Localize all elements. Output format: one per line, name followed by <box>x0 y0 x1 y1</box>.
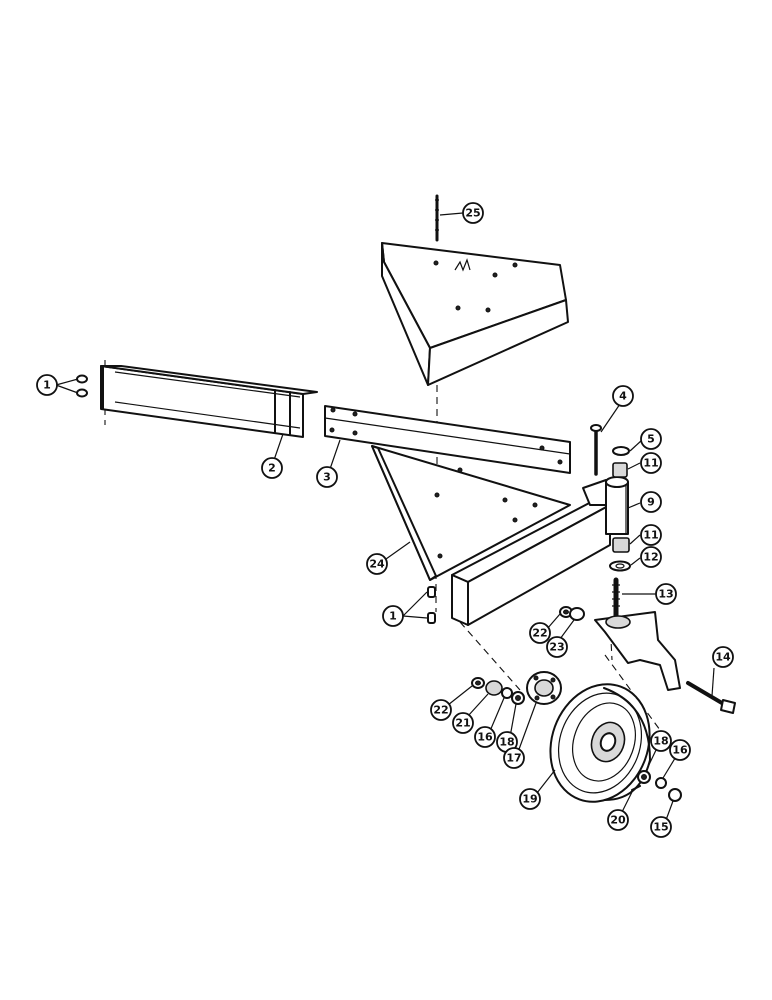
triangle-plate-24 <box>371 445 571 581</box>
svg-text:1: 1 <box>43 379 51 392</box>
nut-22-lower <box>471 677 485 689</box>
callout-20: 20 <box>607 809 629 831</box>
callout-12: 12 <box>640 546 662 568</box>
svg-text:16: 16 <box>672 744 688 757</box>
pin-20 <box>631 785 641 791</box>
nut-15 <box>668 788 682 802</box>
svg-text:1: 1 <box>389 610 397 623</box>
callout-2: 2 <box>261 457 283 479</box>
svg-text:25: 25 <box>465 207 480 220</box>
svg-text:3: 3 <box>323 471 331 484</box>
bolts-1-upper <box>76 374 88 398</box>
callout-22-lower: 22 <box>430 699 452 721</box>
bolts-1-lower <box>427 586 436 624</box>
svg-text:9: 9 <box>647 496 655 509</box>
svg-text:18: 18 <box>653 735 668 748</box>
spacer-21 <box>485 680 503 696</box>
washer-16-left <box>501 687 513 699</box>
bolt-4 <box>590 424 602 476</box>
caster-yoke-13 <box>594 577 681 691</box>
bushing-11-upper <box>612 462 628 478</box>
callout-11-upper: 11 <box>640 452 662 474</box>
svg-text:19: 19 <box>522 793 537 806</box>
svg-text:14: 14 <box>715 651 731 664</box>
svg-text:22: 22 <box>433 704 448 717</box>
washer-16-right <box>655 777 667 789</box>
svg-text:22: 22 <box>532 627 547 640</box>
svg-text:12: 12 <box>643 551 658 564</box>
bolt-25 <box>435 194 439 242</box>
svg-text:2: 2 <box>268 462 276 475</box>
weight-box <box>381 242 569 386</box>
svg-text:21: 21 <box>455 717 470 730</box>
callout-14: 14 <box>712 646 734 668</box>
svg-text:16: 16 <box>477 731 493 744</box>
callout-11-lower: 11 <box>640 524 662 546</box>
washer-12 <box>609 560 631 572</box>
bushing-11-lower <box>612 537 630 553</box>
callout-3: 3 <box>316 466 338 488</box>
callout-19: 19 <box>519 788 541 810</box>
axle-bolt-14 <box>686 681 736 714</box>
svg-text:13: 13 <box>658 588 673 601</box>
callout-24: 24 <box>366 553 388 575</box>
channel-beam-3 <box>324 405 571 474</box>
svg-text:15: 15 <box>653 821 668 834</box>
callout-9: 9 <box>640 491 662 513</box>
washer-5 <box>612 446 630 456</box>
svg-text:24: 24 <box>369 558 385 571</box>
svg-text:11: 11 <box>643 457 658 470</box>
svg-text:20: 20 <box>610 814 626 827</box>
svg-text:18: 18 <box>499 736 514 749</box>
svg-text:5: 5 <box>647 433 655 446</box>
channel-beam-2 <box>100 365 318 438</box>
callout-18-right: 18 <box>650 730 672 752</box>
callout-21: 21 <box>452 712 474 734</box>
svg-text:4: 4 <box>619 390 627 403</box>
bearing-18-right <box>637 770 651 784</box>
callout-13: 13 <box>655 583 677 605</box>
callout-16-left: 16 <box>474 726 496 748</box>
svg-text:11: 11 <box>643 529 658 542</box>
callout-23: 23 <box>546 636 568 658</box>
callout-1: 1 <box>36 374 58 396</box>
hub-17 <box>526 671 562 705</box>
washer-23 <box>569 607 585 621</box>
nut-22-upper <box>559 606 573 618</box>
callout-1-lower: 1 <box>382 605 404 627</box>
callout-25: 25 <box>462 202 484 224</box>
svg-text:17: 17 <box>506 752 521 765</box>
caster-arm-9 <box>451 476 629 626</box>
callout-5: 5 <box>640 428 662 450</box>
callout-16-right: 16 <box>669 739 691 761</box>
callout-15: 15 <box>650 816 672 838</box>
bearing-18-left <box>511 691 525 705</box>
callout-22-upper: 22 <box>529 622 551 644</box>
callout-17: 17 <box>503 747 525 769</box>
callout-4: 4 <box>612 385 634 407</box>
wheel-rim-19 <box>549 683 651 803</box>
svg-text:23: 23 <box>549 641 564 654</box>
